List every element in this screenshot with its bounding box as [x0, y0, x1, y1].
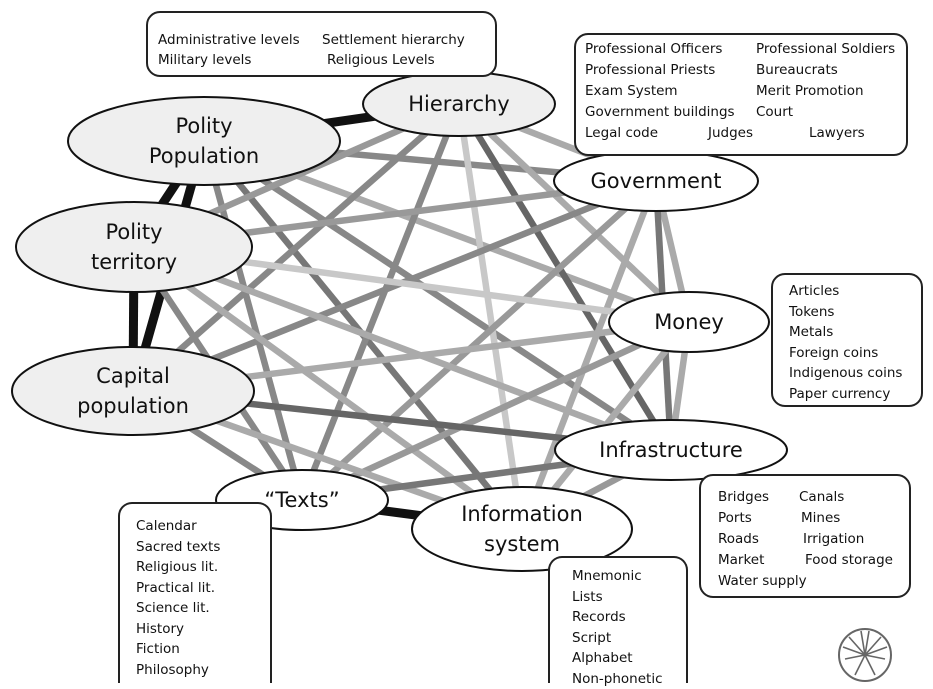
- information-system-item: Script: [572, 628, 663, 649]
- node-polity-territory: Polity territory: [16, 202, 252, 292]
- node-label: Polity: [105, 220, 162, 244]
- node-label: Government: [591, 169, 722, 193]
- texts-item: Fiction: [136, 639, 220, 660]
- node-ellipse: [16, 202, 252, 292]
- node-label: population: [77, 394, 189, 418]
- infrastructure-item: Irrigation: [803, 529, 864, 550]
- government-item: Professional Officers: [585, 39, 722, 60]
- texts-item: Calendar: [136, 516, 220, 537]
- node-label: Hierarchy: [408, 92, 510, 116]
- node-label: Polity: [175, 114, 232, 138]
- texts-item: History: [136, 619, 220, 640]
- texts-item: Practical lit.: [136, 578, 220, 599]
- hierarchy-item: Religious Levels: [327, 50, 435, 71]
- infrastructure-item: Roads: [718, 529, 759, 550]
- node-hierarchy: Hierarchy: [363, 72, 555, 136]
- node-infrastructure: Infrastructure: [555, 420, 787, 480]
- node-label: Capital: [96, 364, 170, 388]
- money-item: Metals: [789, 322, 902, 343]
- texts-item: Religious lit.: [136, 557, 220, 578]
- node-label: territory: [91, 250, 177, 274]
- node-label: “Texts”: [264, 488, 339, 512]
- money-box: Articles Tokens Metals Foreign coins Ind…: [771, 273, 923, 407]
- information-system-item: Non-phonetic: [572, 669, 663, 689]
- hierarchy-box: Administrative levels Settlement hierarc…: [146, 11, 497, 77]
- infrastructure-item: Market: [718, 550, 764, 571]
- node-ellipse: [12, 347, 254, 435]
- government-item: Bureaucrats: [756, 60, 838, 81]
- government-item: Court: [756, 102, 793, 123]
- government-item: Legal code: [585, 123, 658, 144]
- money-item: Paper currency: [789, 384, 902, 405]
- government-item: Judges: [708, 123, 753, 144]
- money-item: Foreign coins: [789, 343, 902, 364]
- node-label: system: [484, 532, 560, 556]
- hierarchy-item: Military levels: [158, 50, 251, 71]
- texts-item: Sacred texts: [136, 537, 220, 558]
- infrastructure-item: Bridges: [718, 487, 769, 508]
- infrastructure-item: Food storage: [805, 550, 893, 571]
- information-system-item: Alphabet: [572, 648, 663, 669]
- texts-box: Calendar Sacred texts Religious lit. Pra…: [118, 502, 272, 683]
- money-item: Tokens: [789, 302, 902, 323]
- infrastructure-item: Canals: [799, 487, 844, 508]
- information-system-item: Mnemonic: [572, 566, 663, 587]
- compass-rose-icon: [839, 629, 891, 681]
- infrastructure-item: Mines: [801, 508, 840, 529]
- information-system-item: Lists: [572, 587, 663, 608]
- node-government: Government: [554, 151, 758, 211]
- texts-item: Science lit.: [136, 598, 220, 619]
- node-money: Money: [609, 292, 769, 352]
- hierarchy-item: Settlement hierarchy: [322, 30, 465, 51]
- node-label: Population: [149, 144, 259, 168]
- infrastructure-item: Water supply: [718, 571, 807, 592]
- node-label: Money: [654, 310, 724, 334]
- infrastructure-item: Ports: [718, 508, 752, 529]
- government-item: Exam System: [585, 81, 678, 102]
- node-ellipse: [68, 97, 340, 185]
- information-system-item: Records: [572, 607, 663, 628]
- node-capital-population: Capital population: [12, 347, 254, 435]
- government-item: Professional Soldiers: [756, 39, 895, 60]
- government-item: Professional Priests: [585, 60, 715, 81]
- government-item: Lawyers: [809, 123, 865, 144]
- hierarchy-item: Administrative levels: [158, 30, 300, 51]
- texts-item: Philosophy: [136, 660, 220, 681]
- government-item: Government buildings: [585, 102, 735, 123]
- government-box: Professional Officers Professional Soldi…: [574, 33, 908, 156]
- infrastructure-box: Bridges Canals Ports Mines Roads Irrigat…: [699, 474, 911, 598]
- node-label: Infrastructure: [599, 438, 743, 462]
- government-item: Merit Promotion: [756, 81, 864, 102]
- node-label: Information: [461, 502, 583, 526]
- money-item: Indigenous coins: [789, 363, 902, 384]
- information-system-box: Mnemonic Lists Records Script Alphabet N…: [548, 556, 688, 683]
- money-item: Articles: [789, 281, 902, 302]
